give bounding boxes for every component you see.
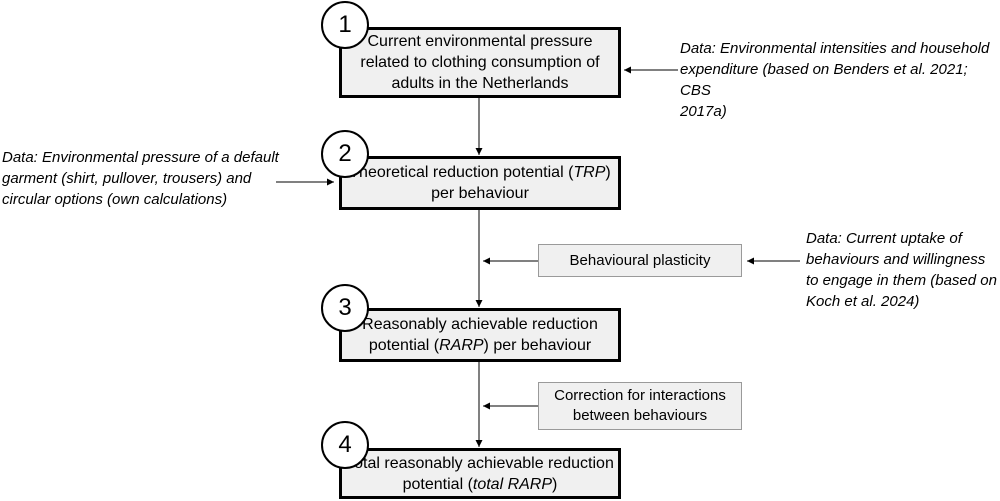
step1-line2: related to clothing consumption of (360, 54, 600, 71)
step4-number-circle: 4 (321, 421, 369, 469)
behavioural-plasticity-label: Behavioural plasticity (569, 251, 711, 269)
step3-number-circle: 3 (321, 284, 369, 332)
step4-number: 4 (338, 431, 352, 458)
step2-number-circle: 2 (321, 130, 369, 178)
step3-line2: potential (RARP) per behaviour (368, 337, 592, 354)
step4-box: Total reasonably achievable reduction po… (339, 448, 621, 499)
step3-box: Reasonably achievable reduction potentia… (339, 308, 621, 362)
step1-line1: Current environmental pressure (367, 33, 593, 50)
step2-number: 2 (338, 140, 352, 167)
data-note-household-expenditure: Data: Environmental intensities and hous… (680, 40, 990, 120)
data-note-current-uptake: Data: Current uptake of behaviours and w… (806, 230, 997, 310)
step4-abbreviation: total RARP (472, 475, 553, 493)
step3-abbreviation: RARP (439, 337, 484, 354)
step4-line1: Total reasonably achievable reduction (346, 454, 614, 472)
data-note-default-garment: Data: Environmental pressure of a defaul… (2, 149, 279, 208)
step1-box: Current environmental pressure related t… (339, 27, 621, 98)
interactions-line1: Correction for interactions (554, 387, 726, 404)
step2-line1: Theoretical reduction potential (TRP) (349, 164, 611, 181)
behavioural-plasticity-box: Behavioural plasticity (538, 244, 742, 277)
step1-line3: adults in the Netherlands (391, 75, 569, 92)
step4-line2: potential (total RARP) (402, 475, 558, 493)
step3-line1: Reasonably achievable reduction (362, 316, 598, 333)
step1-number-circle: 1 (321, 1, 369, 49)
step2-abbreviation: TRP (573, 164, 606, 181)
interactions-correction-box: Correction for interactions between beha… (538, 382, 742, 430)
step2-line2: per behaviour (431, 185, 529, 202)
step2-box: Theoretical reduction potential (TRP) pe… (339, 156, 621, 210)
step3-number: 3 (338, 294, 352, 321)
step1-number: 1 (338, 11, 352, 38)
interactions-line2: between behaviours (572, 407, 708, 424)
